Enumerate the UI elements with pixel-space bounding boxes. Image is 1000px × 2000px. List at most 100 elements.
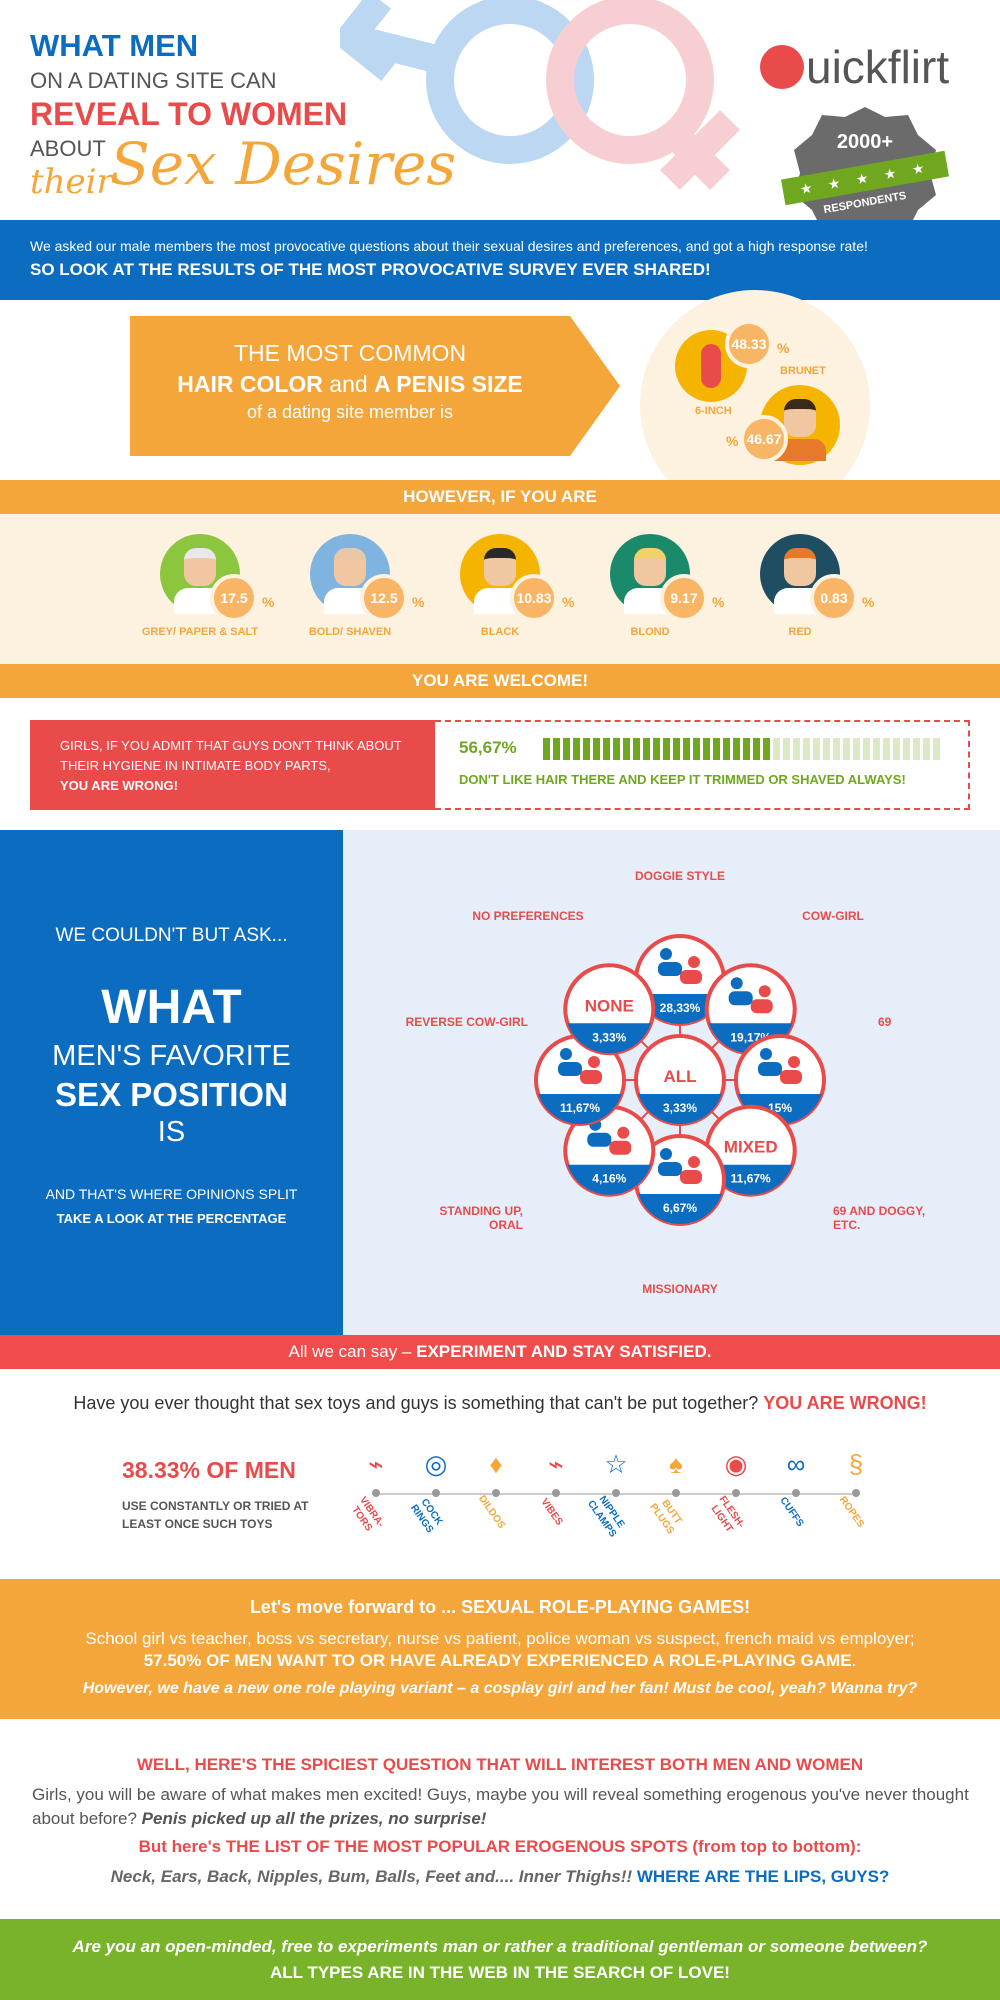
hair-color-value: 0.83	[810, 574, 858, 622]
spicy-text: Girls, you will be aware of what makes m…	[32, 1785, 969, 1828]
size-avatar	[675, 330, 747, 402]
toy-item: ☆NIPPLE CLAMPS	[585, 1447, 646, 1539]
spicy-list-intro: But here's	[138, 1837, 226, 1856]
position-label: DOGGIE STYLE	[635, 869, 725, 883]
hygiene-statement: GIRLS, IF YOU ADMIT THAT GUYS DON'T THIN…	[30, 720, 435, 810]
hair-color-pct: %	[412, 594, 425, 610]
position-node: 15%	[734, 1034, 826, 1126]
position-value: 3,33%	[592, 1030, 626, 1044]
most-common-line-2: HAIR COLOR and A PENIS SIZE	[130, 371, 570, 398]
position-label: ETC.	[833, 1218, 860, 1232]
and-label: and	[322, 371, 375, 397]
progress-segment	[903, 738, 911, 760]
positions-split: AND THAT'S WHERE OPINIONS SPLIT	[45, 1186, 298, 1202]
lips-question: WHERE ARE THE LIPS, GUYS?	[636, 1867, 890, 1886]
hair-color-pct: %	[712, 594, 725, 610]
progress-segment	[703, 738, 711, 760]
positions-is: IS	[157, 1116, 186, 1148]
toy-item: ◉FLESH-LIGHT	[706, 1447, 766, 1534]
position-value: 11,67%	[560, 1101, 600, 1115]
badge-count: 2000+	[836, 131, 894, 153]
progress-segment	[613, 738, 621, 760]
progress-segment	[743, 738, 751, 760]
size-value: 48.33	[725, 320, 773, 368]
position-name: NONE	[585, 996, 634, 1015]
toy-dot	[372, 1489, 380, 1497]
hair-color-label: BLOND	[630, 626, 670, 638]
progress-segment	[643, 738, 651, 760]
progress-segment	[923, 738, 931, 760]
toy-icon: ♠	[669, 1449, 683, 1479]
progress-segment	[793, 738, 801, 760]
hygiene-pct: 56,67%	[459, 738, 517, 758]
title-line-2: ON A DATING SITE CAN	[30, 68, 277, 93]
toy-dot	[852, 1489, 860, 1497]
title-line-1: WHAT MEN	[30, 28, 199, 63]
title-line-4: ABOUT	[30, 136, 106, 161]
progress-segment	[823, 738, 831, 760]
most-common-section: THE MOST COMMON HAIR COLOR and A PENIS S…	[0, 290, 1000, 520]
progress-segment	[843, 738, 851, 760]
positions-ask: WE COULDN'T BUT ASK...	[55, 925, 288, 946]
most-common-line-3: of a dating site member is	[246, 402, 454, 422]
however-banner: HOWEVER, IF YOU ARE	[0, 480, 1000, 514]
hair-value: 46.67	[740, 415, 788, 463]
role-stat-end: .	[851, 1651, 857, 1670]
toys-question: Have you ever thought that sex toys and …	[0, 1393, 1000, 1414]
progress-segment	[883, 738, 891, 760]
progress-segment	[603, 738, 611, 760]
spicy-list-title: THE LIST OF THE MOST POPULAR EROGENOUS S…	[225, 1837, 862, 1856]
logo-q-icon	[760, 45, 804, 89]
intro-text: We asked our male members the most provo…	[30, 238, 868, 254]
hair-color-item: 12.5% BOLD/ SHAVEN	[300, 534, 450, 654]
position-name: ALL	[663, 1067, 696, 1086]
footer-tagline: ALL TYPES ARE IN THE WEB IN THE SEARCH O…	[270, 1963, 730, 1982]
progress-segment	[933, 738, 941, 760]
spicy-paragraph: Girls, you will be aware of what makes m…	[32, 1783, 972, 1831]
spicy-emphasis: Penis picked up all the prizes, no surpr…	[141, 1809, 487, 1828]
toy-dot	[492, 1489, 500, 1497]
position-value: 28,33%	[660, 1001, 701, 1015]
progress-segment	[803, 738, 811, 760]
hair-color-pct: %	[862, 594, 875, 610]
progress-segment	[873, 738, 881, 760]
role-stat: 57.50% OF MEN WANT TO OR HAVE ALREADY EX…	[143, 1651, 852, 1670]
hair-color-item: 17.5%GREY/ PAPER & SALT	[142, 534, 300, 654]
position-node: 11,67%	[534, 1034, 626, 1126]
role-list: School girl vs teacher, boss vs secretar…	[0, 1628, 1000, 1672]
toy-item: ♦DILDOS	[466, 1447, 526, 1531]
hair-color-label: BOLD/ SHAVEN	[308, 626, 392, 638]
toy-dot	[792, 1489, 800, 1497]
respondents-badge: 2000+ ★ ★ ★ ★ ★ RESPONDENTS	[781, 105, 949, 220]
most-common-text: THE MOST COMMON HAIR COLOR and A PENIS S…	[130, 340, 570, 423]
progress-segment	[713, 738, 721, 760]
hair-color-value: 12.5	[360, 574, 408, 622]
hair-color-item: 0.83%RED	[750, 534, 900, 654]
position-label: ORAL	[489, 1218, 523, 1232]
toy-dot	[552, 1489, 560, 1497]
role-cosplay: However, we have a new one role playing …	[82, 1680, 918, 1697]
hair-color-item: 10.83%BLACK	[450, 534, 600, 654]
positions-look: TAKE A LOOK AT THE PERCENTAGE	[56, 1211, 287, 1226]
experiment-bold: EXPERIMENT AND STAY SATISFIED.	[416, 1342, 712, 1361]
position-node: 11,67%MIXED	[704, 1104, 797, 1197]
hair-color-value: 10.83	[510, 574, 558, 622]
toy-item: ⌁VIBRA-TORS	[346, 1447, 406, 1533]
progress-segment	[853, 738, 861, 760]
hair-color-row: 17.5%GREY/ PAPER & SALT 12.5% BOLD/ SHAVEN…	[0, 514, 1000, 664]
progress-segment	[753, 738, 761, 760]
hair-color-label: GREY/ PAPER & SALT	[141, 626, 259, 638]
progress-segment	[693, 738, 701, 760]
toy-item: ∞CUFFS	[766, 1447, 826, 1529]
hygiene-text: GIRLS, IF YOU ADMIT THAT GUYS DON'T THIN…	[60, 738, 402, 773]
toys-description: USE CONSTANTLY OR TRIED AT LEAST ONCE SU…	[122, 1499, 309, 1531]
spicy-title: WELL, HERE'S THE SPICIEST QUESTION THAT …	[136, 1755, 864, 1774]
position-name: MIXED	[724, 1138, 778, 1157]
progress-segment	[573, 738, 581, 760]
role-list-text: School girl vs teacher, boss vs secretar…	[85, 1629, 915, 1648]
toy-icon: §	[848, 1449, 864, 1479]
positions-sex-position: SEX POSITION	[55, 1076, 288, 1113]
role-play-section: Let's move forward to ... SEXUAL ROLE-PL…	[0, 1579, 1000, 1719]
position-node: 6,67%	[634, 1134, 726, 1226]
